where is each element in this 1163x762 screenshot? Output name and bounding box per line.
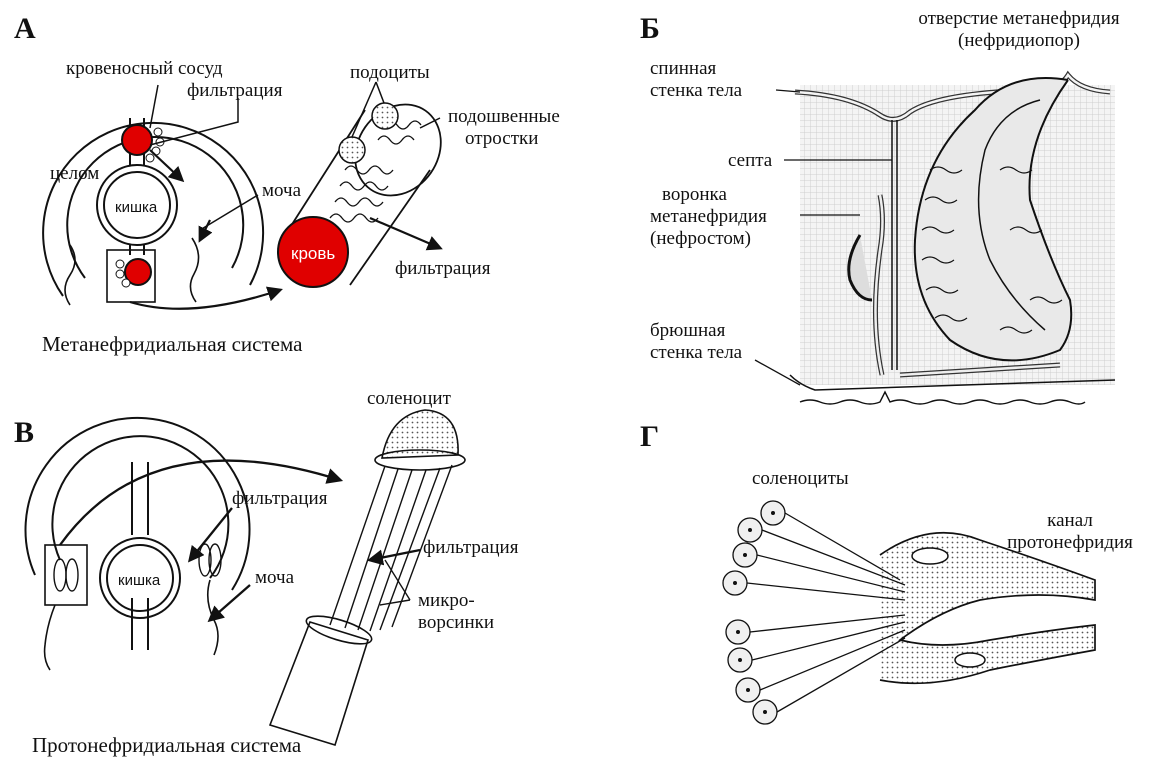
label-foot-processes-2: отростки bbox=[465, 128, 538, 149]
label-blood: кровь bbox=[291, 243, 335, 264]
label-foot-processes-1: подошвенные bbox=[448, 106, 560, 127]
label-urine-v: моча bbox=[255, 567, 294, 588]
label-funnel-3: (нефростом) bbox=[650, 228, 751, 249]
label-funnel-2: метанефридия bbox=[650, 206, 767, 227]
panel-letter-v: В bbox=[14, 418, 34, 448]
label-microvilli-2: ворсинки bbox=[418, 612, 494, 633]
label-dorsal-2: стенка тела bbox=[650, 80, 742, 101]
label-solenocyte: соленоцит bbox=[367, 388, 451, 409]
label-microvilli-1: микро- bbox=[418, 590, 475, 611]
caption-protonephridial: Протонефридиальная система bbox=[32, 734, 301, 757]
label-filtration-left: фильтрация bbox=[232, 488, 327, 509]
label-septum: септа bbox=[728, 150, 772, 171]
label-pore-2: (нефридиопор) bbox=[884, 30, 1154, 51]
panel-letter-b: Б bbox=[640, 14, 660, 44]
label-ventral-2: стенка тела bbox=[650, 342, 742, 363]
label-gut-a: кишка bbox=[115, 197, 157, 218]
label-gut-v: кишка bbox=[118, 570, 160, 591]
label-coelom: целом bbox=[50, 163, 99, 184]
label-urine-a: моча bbox=[262, 180, 301, 201]
panel-b-drawing bbox=[755, 75, 1115, 404]
label-dorsal-1: спинная bbox=[650, 58, 716, 79]
label-podocytes: подоциты bbox=[350, 62, 430, 83]
label-canal-2: протонефридия bbox=[990, 532, 1150, 553]
label-filtration-right: фильтрация bbox=[423, 537, 518, 558]
label-pore-1: отверстие метанефридия bbox=[884, 8, 1154, 29]
body-wall-outer bbox=[26, 418, 250, 590]
label-ventral-1: брюшная bbox=[650, 320, 725, 341]
panel-letter-g: Г bbox=[640, 422, 659, 452]
label-solenocytes: соленоциты bbox=[752, 468, 849, 489]
label-blood-vessel: кровеносный сосуд bbox=[66, 58, 223, 79]
caption-metanephridial: Метанефридиальная система bbox=[42, 333, 302, 356]
label-filtration-top: фильтрация bbox=[187, 80, 282, 101]
panel-v-drawing bbox=[26, 410, 465, 745]
label-funnel-1: воронка bbox=[662, 184, 727, 205]
label-filtration-bottom: фильтрация bbox=[395, 258, 490, 279]
label-canal-1: канал bbox=[990, 510, 1150, 531]
panel-letter-a: А bbox=[14, 14, 36, 44]
